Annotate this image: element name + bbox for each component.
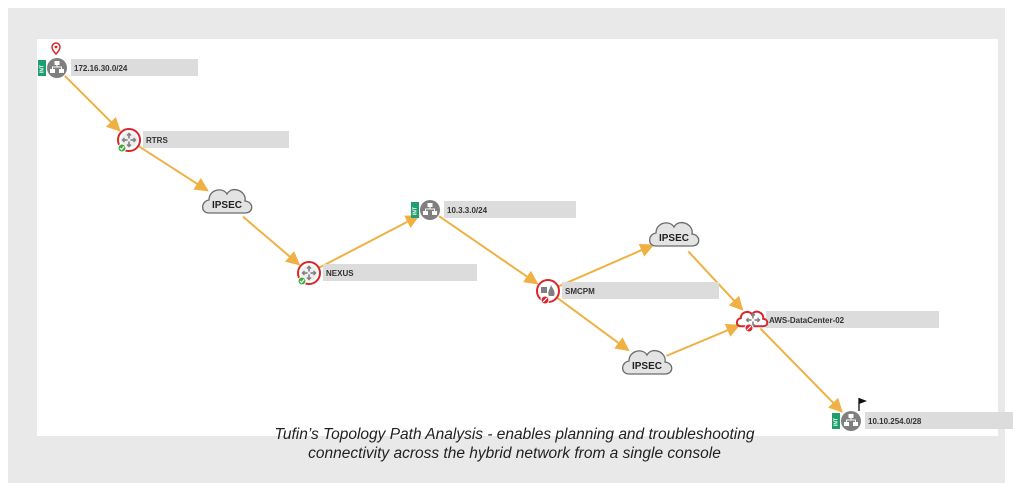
network-icon [50,61,64,73]
node-cloud-n7[interactable]: IPSEC [648,221,700,247]
edge-n1-n2 [64,75,121,132]
node-router-n4[interactable]: NEXUS [297,261,477,286]
edge-n6-n8 [556,296,630,352]
network-icon [423,203,437,215]
int-badge-text: INT [413,207,419,215]
edge-n8-n9 [665,323,741,357]
cloud-shape [201,188,253,214]
int-badge-text: INT [834,418,840,426]
status-ok-icon [117,143,127,153]
node-label: AWS-DataCenter-02 [769,316,845,325]
edge-n5-n6 [438,215,539,285]
int-badge [411,202,419,218]
status-ok-icon [297,276,307,286]
node-label-box [444,201,576,218]
blocked-slash-icon [746,325,752,331]
edge-n7-n9 [687,250,744,311]
location-pin-icon [51,42,61,56]
topology-diagram: 172.16.30.0/24INTRTRSIPSECNEXUS10.3.3.0/… [38,42,1013,431]
cloud-label: IPSEC [659,233,689,244]
cloud-shape [648,221,700,247]
node-network-n5[interactable]: 10.3.3.0/24 INT [411,200,576,220]
edge-n4-n5 [318,215,420,269]
network-icon [844,414,858,426]
node-label-box [766,311,939,328]
nodes-layer: 172.16.30.0/24INTRTRSIPSECNEXUS10.3.3.0/… [38,42,1013,431]
node-label-box [71,59,198,76]
node-router-n2[interactable]: RTRS [117,128,289,153]
node-firewall-n6[interactable]: SMCPM [536,279,719,305]
node-label: 10.10.254.0/28 [868,417,922,426]
node-label: 10.3.3.0/24 [447,206,488,215]
node-cloud-router-n9[interactable]: AWS-DataCenter-02 [735,310,939,333]
edges-layer [64,75,843,413]
router-body [121,132,137,148]
flag-icon [858,398,867,411]
node-network-n1[interactable]: 172.16.30.0/24 INT [38,42,198,78]
router-body [301,265,317,281]
cloud-shape [621,349,673,375]
node-label-box [143,131,289,148]
node-label: NEXUS [326,269,354,278]
node-label: RTRS [146,136,168,145]
cloud-label: IPSEC [212,200,242,211]
check-mark-icon [299,279,305,284]
edge-n9-n10 [759,327,843,413]
node-label-box [323,264,477,281]
router-arrows-icon [745,312,761,328]
caption-line-2: connectivity across the hybrid network f… [308,445,721,462]
edge-n2-n3 [137,145,209,192]
edge-n6-n7 [557,243,655,288]
caption-line-1: Tufin’s Topology Path Analysis - enables… [274,426,755,443]
firewall-flame-icon [541,285,555,296]
node-label-box [562,282,719,299]
node-network-n10[interactable]: 10.10.254.0/28 INT [832,398,1013,431]
node-label: 172.16.30.0/24 [74,64,128,73]
router-arrows-icon [121,132,137,148]
node-cloud-n8[interactable]: IPSEC [621,349,673,375]
int-badge [38,60,46,76]
int-badge-text: INT [40,65,46,73]
router-arrows-icon [301,265,317,281]
node-label-box [865,412,1013,429]
node-cloud-n3[interactable]: IPSEC [201,188,253,214]
blocked-slash-icon [542,297,548,303]
node-label: SMCPM [565,287,595,296]
int-badge [832,413,840,429]
cloud-label: IPSEC [632,361,662,372]
edge-n3-n4 [242,215,301,266]
check-mark-icon [119,146,125,151]
